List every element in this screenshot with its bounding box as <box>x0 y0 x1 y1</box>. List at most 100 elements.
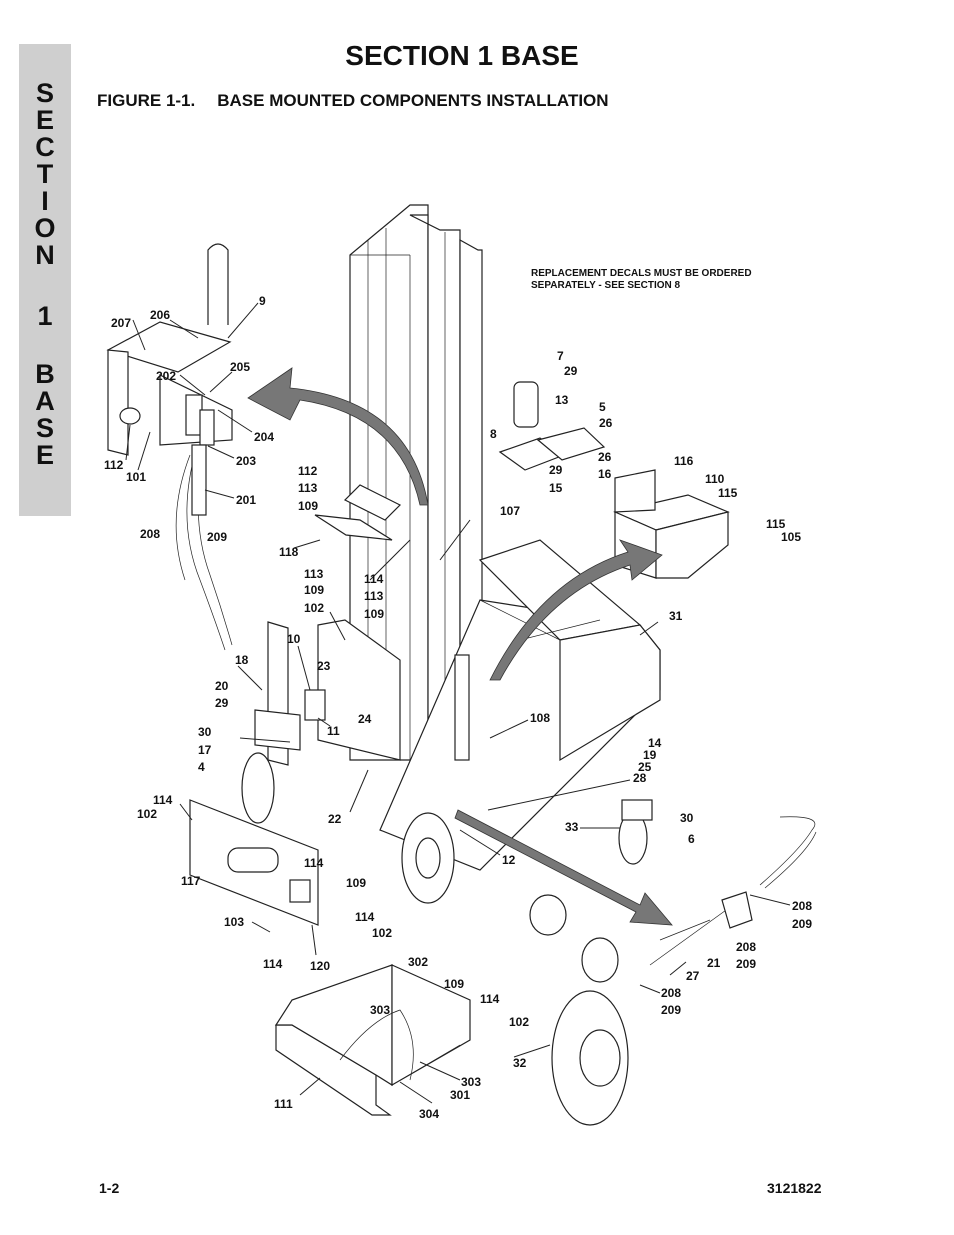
wheels <box>241 752 653 1126</box>
side-tab-letter: T <box>36 159 54 189</box>
callout-label: 15 <box>549 481 563 495</box>
document-number: 3121822 <box>767 1180 822 1196</box>
callout-label: 101 <box>126 470 146 484</box>
callout-label: 110 <box>705 472 725 486</box>
figure-number: FIGURE 1-1. <box>97 91 196 110</box>
callout-label: 202 <box>156 369 176 383</box>
side-tab-letter: 1 <box>37 301 53 331</box>
callout-leaders <box>125 302 791 1104</box>
callout-label: 27 <box>686 969 700 983</box>
callout-label: 102 <box>304 601 324 615</box>
callout-label: 109 <box>444 977 464 991</box>
callout-label: 29 <box>564 364 578 378</box>
figure-caption: BASE MOUNTED COMPONENTS INSTALLATION <box>217 91 609 110</box>
callout-label: 11 <box>327 724 340 738</box>
callout-label: 10 <box>287 632 301 646</box>
side-tab-letter: O <box>34 213 56 243</box>
callout-label: 108 <box>530 711 550 725</box>
decal-note: REPLACEMENT DECALS MUST BE ORDERED SEPAR… <box>531 268 752 292</box>
callout-labels: 207 206 9 202 205 204 203 201 112 101 20… <box>104 294 812 1121</box>
callout-label: 18 <box>235 653 249 667</box>
callout-label: 301 <box>450 1088 470 1102</box>
callout-label: 302 <box>408 955 428 969</box>
figure-title: FIGURE 1-1. BASE MOUNTED COMPONENTS INSTA… <box>97 91 609 111</box>
callout-label: 109 <box>346 876 366 890</box>
callout-label: 114 <box>364 572 384 586</box>
callout-label: 16 <box>598 467 612 481</box>
callout-label: 303 <box>370 1003 390 1017</box>
callout-label: 14 <box>648 736 662 750</box>
callout-label: 114 <box>153 793 173 807</box>
callout-label: 111 <box>274 1097 293 1111</box>
side-tab-letter: E <box>35 440 54 470</box>
callout-label: 105 <box>781 530 801 544</box>
callout-label: 209 <box>736 957 756 971</box>
callout-label: 7 <box>557 349 564 363</box>
callout-label: 9 <box>259 294 266 308</box>
side-tab-letter: C <box>35 132 55 162</box>
callout-label: 6 <box>688 832 695 846</box>
callout-label: 29 <box>215 696 229 710</box>
side-tab-letter: B <box>35 359 55 389</box>
brake-cable <box>649 816 817 966</box>
callout-label: 201 <box>236 493 256 507</box>
callout-label: 209 <box>661 1003 681 1017</box>
callout-label: 26 <box>598 450 612 464</box>
callout-label: 115 <box>718 486 738 500</box>
callout-label: 33 <box>565 820 579 834</box>
callout-label: 115 <box>766 517 786 531</box>
callout-label: 102 <box>137 807 157 821</box>
callout-label: 5 <box>599 400 606 414</box>
callout-label: 112 <box>298 464 318 478</box>
callout-label: 114 <box>263 957 283 971</box>
callout-label: 114 <box>480 992 500 1006</box>
callout-label: 116 <box>674 454 694 468</box>
callout-label: 114 <box>355 910 375 924</box>
decal-pads <box>498 381 606 471</box>
callout-label: 20 <box>215 679 229 693</box>
callout-label: 304 <box>419 1107 439 1121</box>
callout-label: 113 <box>304 567 324 581</box>
callout-label: 114 <box>304 856 324 870</box>
callout-label: 19 <box>643 748 657 762</box>
callout-label: 109 <box>364 607 384 621</box>
side-tab-letter: E <box>35 105 54 135</box>
callout-label: 4 <box>198 760 205 774</box>
callout-label: 209 <box>792 917 812 931</box>
decal-note-line: SEPARATELY - SEE SECTION 8 <box>531 280 681 291</box>
callout-label: 113 <box>364 589 384 603</box>
callout-label: 207 <box>111 316 131 330</box>
callout-label: 103 <box>224 915 244 929</box>
side-tab-letter: I <box>41 186 49 216</box>
callout-label: 303 <box>461 1075 481 1089</box>
callout-label: 17 <box>198 743 212 757</box>
callout-label: 209 <box>207 530 227 544</box>
callout-label: 102 <box>372 926 392 940</box>
callout-label: 109 <box>298 499 318 513</box>
skid-plate <box>274 964 471 1116</box>
callout-label: 30 <box>680 811 694 825</box>
callout-label: 118 <box>279 545 299 559</box>
decal-note-line: REPLACEMENT DECALS MUST BE ORDERED <box>531 268 752 279</box>
direction-arrows <box>247 367 673 926</box>
side-tab-letter: S <box>35 413 54 443</box>
section-title: SECTION 1 BASE <box>345 40 579 71</box>
page-number: 1-2 <box>99 1180 120 1196</box>
callout-label: 13 <box>555 393 569 407</box>
plate-assembly <box>254 484 470 766</box>
callout-label: 204 <box>254 430 274 444</box>
callout-label: 21 <box>707 956 721 970</box>
callout-label: 109 <box>304 583 324 597</box>
callout-label: 112 <box>104 458 124 472</box>
callout-label: 206 <box>150 308 170 322</box>
callout-label: 29 <box>549 463 563 477</box>
callout-label: 205 <box>230 360 250 374</box>
callout-label: 28 <box>633 771 647 785</box>
callout-label: 208 <box>140 527 160 541</box>
callout-label: 22 <box>328 812 342 826</box>
side-tab-letter: S <box>35 78 54 108</box>
callout-label: 117 <box>181 874 201 888</box>
callout-label: 32 <box>513 1056 527 1070</box>
